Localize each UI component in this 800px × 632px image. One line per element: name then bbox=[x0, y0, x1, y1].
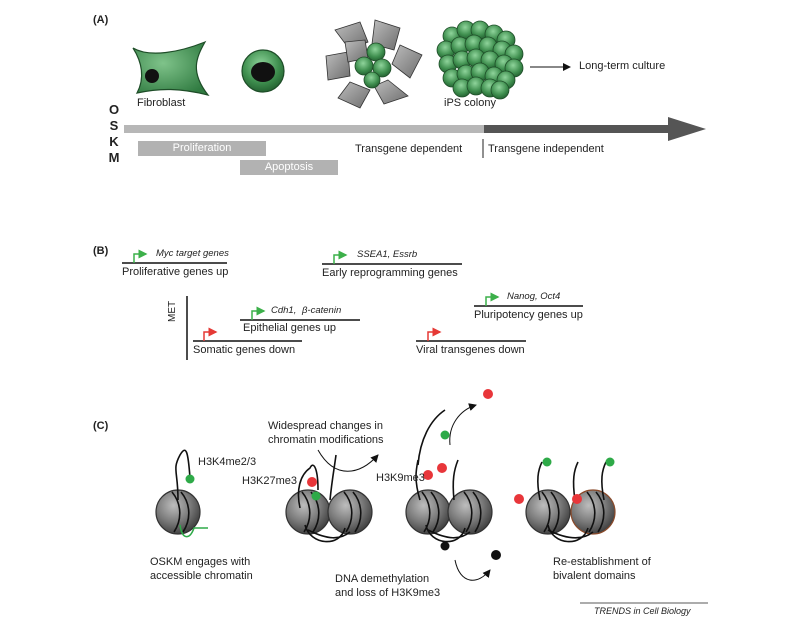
panel-b-label: (B) bbox=[93, 245, 109, 257]
h3k27-label: H3K27me3 bbox=[242, 475, 298, 487]
nucleosome-icon bbox=[570, 489, 616, 535]
h3k9-mark bbox=[437, 463, 447, 473]
credit-label: TRENDS in Cell Biology bbox=[594, 606, 691, 616]
ips-colony-icon bbox=[436, 20, 524, 100]
mark-release-arrow bbox=[449, 403, 477, 446]
oskm-engages-label-1: OSKM engages with bbox=[150, 556, 251, 568]
catenin-label: β-catenin bbox=[302, 305, 342, 316]
bivalent-label-2: bivalent domains bbox=[553, 570, 636, 582]
rounded-cell-icon bbox=[241, 49, 285, 93]
timeline-dependent-segment bbox=[124, 125, 484, 133]
transgene-dependent-label: Transgene dependent bbox=[355, 143, 463, 155]
h3k27-mark bbox=[423, 470, 433, 480]
myc-genes-label: Myc target genes bbox=[156, 248, 229, 259]
methyl-mark bbox=[440, 541, 450, 551]
ips-colony-label: iPS colony bbox=[444, 97, 496, 109]
apoptosis-bar: Apoptosis bbox=[240, 160, 338, 175]
gene-tracks bbox=[122, 262, 583, 360]
nucleosomes bbox=[155, 489, 616, 539]
nucleosome-icon bbox=[447, 489, 493, 535]
up-promoter-arrow bbox=[485, 292, 500, 306]
panel-c-label: (C) bbox=[93, 420, 109, 432]
oskm-letter: S bbox=[109, 118, 119, 133]
nanog-label: Nanog, Oct4 bbox=[507, 291, 561, 302]
nucleosome-icon bbox=[405, 489, 451, 535]
proliferation-bar: Proliferation bbox=[138, 141, 266, 156]
transgene-independent-label: Transgene independent bbox=[488, 143, 604, 155]
released-mark bbox=[483, 389, 493, 399]
dna-demethylation-label-2: and loss of H3K9me3 bbox=[335, 587, 441, 599]
histone-marks bbox=[185, 389, 615, 560]
dna-demethylation-label-1: DNA demethylation bbox=[335, 573, 430, 585]
nucleosome-icon bbox=[525, 489, 571, 535]
h3k27-mark bbox=[514, 494, 524, 504]
h3k4-label: H3K4me2/3 bbox=[198, 456, 257, 468]
long-term-culture-label: Long-term culture bbox=[579, 60, 666, 72]
curved-arrows bbox=[317, 403, 491, 581]
linker-dna bbox=[307, 529, 351, 539]
ssea-genes-label: SSEA1, Essrb bbox=[357, 249, 418, 260]
viral-transgenes-label: Viral transgenes down bbox=[416, 344, 525, 356]
panel-a-label: (A) bbox=[93, 14, 109, 26]
down-promoter-arrow bbox=[427, 327, 442, 341]
h3k9-label: H3K9me3 bbox=[376, 472, 425, 484]
linker-dna bbox=[547, 529, 594, 539]
oskm-letter: M bbox=[108, 150, 120, 165]
widespread-label-2: chromatin modifications bbox=[268, 434, 384, 446]
oskm-engages-label-2: accessible chromatin bbox=[150, 570, 253, 582]
h3k4-mark bbox=[185, 474, 195, 484]
h3k4-mark bbox=[440, 430, 450, 440]
fibroblast-cell-icon bbox=[132, 40, 210, 97]
down-promoter-arrow bbox=[203, 327, 218, 341]
h3k4-mark bbox=[311, 491, 321, 501]
up-promoter-arrow bbox=[133, 249, 148, 263]
somatic-genes-label: Somatic genes down bbox=[193, 344, 296, 356]
chromatin-tails bbox=[175, 409, 607, 543]
promoter-arrows bbox=[133, 249, 500, 341]
oskm-letter: K bbox=[109, 134, 119, 149]
nucleosome-icon bbox=[285, 489, 331, 535]
timeline-arrowhead bbox=[668, 117, 706, 141]
bivalent-label-1: Re-establishment of bbox=[553, 556, 651, 568]
linker-dna bbox=[427, 529, 471, 539]
widespread-label-1: Widespread changes in bbox=[268, 420, 383, 432]
cdh1-label: Cdh1, bbox=[271, 305, 297, 316]
h3k27-mark bbox=[572, 494, 582, 504]
proliferative-genes-label: Proliferative genes up bbox=[122, 266, 229, 278]
nucleosome-icon bbox=[327, 489, 373, 535]
timeline-independent-segment bbox=[484, 125, 670, 133]
pluripotency-genes-label: Pluripotency genes up bbox=[474, 309, 583, 321]
met-label: MET bbox=[167, 300, 178, 322]
fibroblast-label: Fibroblast bbox=[137, 97, 186, 109]
h3k27-mark bbox=[307, 477, 317, 487]
early-reprogramming-label: Early reprogramming genes bbox=[322, 267, 458, 279]
chromatin-change-arrow bbox=[317, 449, 379, 472]
up-promoter-arrow bbox=[251, 306, 266, 320]
epithelial-genes-label: Epithelial genes up bbox=[243, 322, 336, 334]
h3k4-mark bbox=[605, 457, 615, 467]
mixed-cell-cluster-icon bbox=[325, 19, 423, 109]
h3k4-mark bbox=[542, 457, 552, 467]
demethylation-arrow bbox=[454, 559, 491, 581]
released-methyl-mark bbox=[491, 550, 501, 560]
colony-cell bbox=[490, 80, 510, 100]
oskm-letter: O bbox=[108, 102, 120, 117]
up-promoter-arrow bbox=[333, 250, 348, 264]
